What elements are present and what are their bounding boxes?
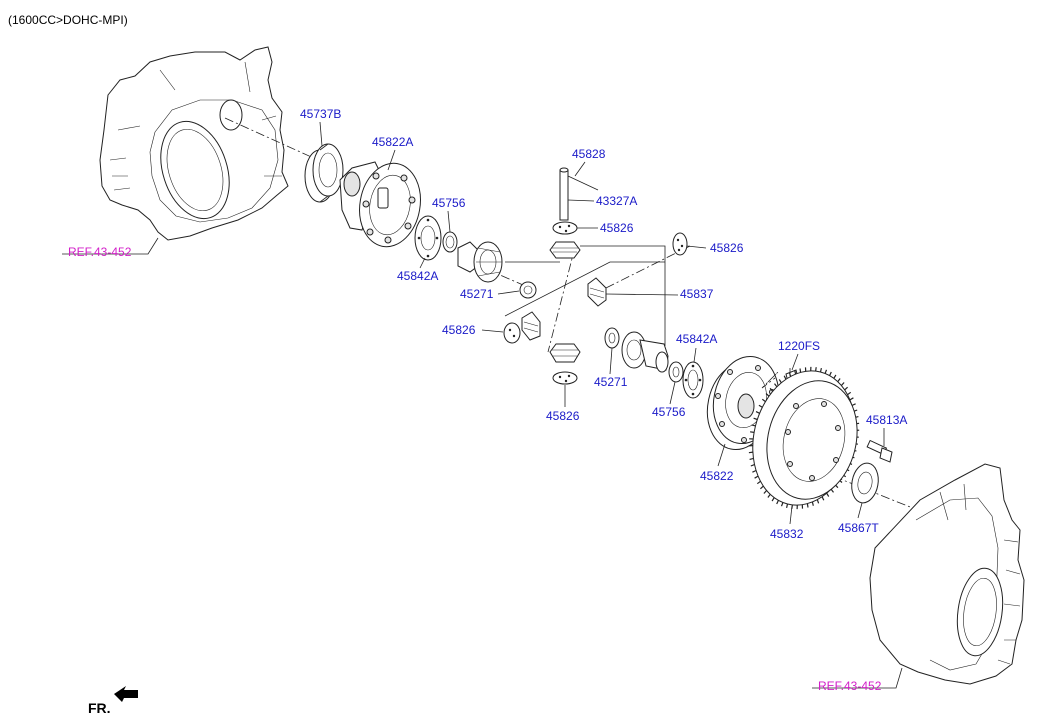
label-45822A: 45822A [372,135,413,149]
ring-gear-tooth [788,372,792,377]
part-45271-washer-right [604,327,620,349]
part-45737B-bearing [304,143,344,203]
ring-gear-tooth [847,391,852,396]
front-orientation: FR. [88,686,138,716]
front-label: FR. [88,700,111,716]
label-45842A-right: 45842A [676,332,717,346]
part-45837-pinion [587,277,607,307]
label-45737B: 45737B [300,107,341,121]
label-45813A: 45813A [866,413,907,427]
ring-gear-tooth [816,499,820,504]
label-45867T: 45867T [838,521,879,535]
label-45837: 45837 [680,287,714,301]
ring-gear-tooth [833,374,837,379]
part-45842A-plate-left [414,215,442,261]
ring-gear-tooth [774,383,778,388]
ring-gear-tooth [767,493,771,498]
transaxle-housing-left [99,46,289,241]
front-arrow-icon [114,686,138,702]
ring-gear-tooth [751,424,756,427]
part-45826-washer-bottom [552,371,578,385]
part-45813A-bolt [866,439,893,463]
label-45756-top: 45756 [432,196,466,210]
ring-gear-tooth [824,369,828,374]
ring-gear-tooth [765,393,770,397]
ring-gear-tooth [786,503,789,509]
part-45826-washer-top [552,221,578,235]
ring-gear-tooth [749,457,754,460]
ring-gear-tooth [758,404,763,408]
ring-gear-tooth [811,501,814,506]
ring-gear-tooth [778,379,782,384]
label-45826-d: 45826 [546,409,580,423]
ring-gear-tooth [748,451,753,454]
part-side-gear-left [457,241,503,283]
ring-gear-tooth [754,475,759,479]
ring-gear-tooth [849,397,854,401]
label-45756-bottom: 45756 [652,405,686,419]
label-45271-right: 45271 [594,375,628,389]
ring-gear-tooth [783,375,787,380]
ring-gear-tooth [851,403,856,407]
ring-gear-tooth [806,503,809,508]
ring-gear-tooth [826,492,830,497]
ring-gear-tooth [755,411,760,414]
part-45756-washer-top [442,231,458,253]
label-45842A-left: 45842A [397,269,438,283]
part-side-gear-right [621,331,669,373]
ring-gear-tooth [799,368,802,373]
label-45832: 45832 [770,527,804,541]
part-pinion-gear-left [521,311,541,341]
ring-gear-tooth [753,417,758,421]
ring-gear-tooth [752,469,757,473]
label-1220FS: 1220FS [778,339,820,353]
ref-label-bottom-right: REF.43-452 [818,679,882,693]
ring-gear-tooth [794,370,797,375]
ring-gear-tooth [759,485,764,490]
ring-gear-tooth [840,382,845,386]
ref-label-top-left: REF.43-452 [68,245,132,259]
part-45271-washer-left [519,281,537,299]
ring-gear-tooth [761,398,766,403]
part-45828-pin [559,167,599,221]
ring-gear-tooth [829,371,832,376]
label-45828: 45828 [572,147,606,161]
part-pinion-gear-bottom [549,343,581,363]
ring-gear-tooth [844,386,849,391]
engine-spec-header: (1600CC>DOHC-MPI) [8,13,128,27]
ring-gear-tooth [771,497,775,502]
part-45867T-shim [851,462,879,504]
ring-gear-tooth [830,488,834,493]
ring-gear-tooth [780,502,784,507]
ring-gear-tooth [763,490,768,494]
label-45826-b: 45826 [710,241,744,255]
ring-gear-tooth [750,464,755,467]
part-45822A-case [339,161,421,248]
ring-gear-tooth [819,367,822,373]
label-45826-c: 45826 [442,323,476,337]
label-45271-left: 45271 [460,287,494,301]
ring-gear-tooth [821,496,825,501]
part-45842A-plate-right [682,361,704,399]
ring-gear-tooth [776,500,779,505]
ring-gear-tooth [769,387,774,392]
label-45822: 45822 [700,469,734,483]
label-45826-a: 45826 [600,221,634,235]
part-45832-ring-gear [748,366,860,510]
part-pinion-gear-top [549,241,581,259]
transaxle-housing-right [869,463,1025,685]
part-45826-washer-left [503,322,521,344]
ring-gear-tooth [815,367,817,372]
ring-gear-tooth [750,431,755,433]
part-45756-washer-bottom [668,361,684,383]
ring-gear-tooth [837,378,841,383]
ring-gear-tooth [756,480,761,485]
part-45826-washer-right [672,232,688,256]
label-43327A: 43327A [596,194,637,208]
